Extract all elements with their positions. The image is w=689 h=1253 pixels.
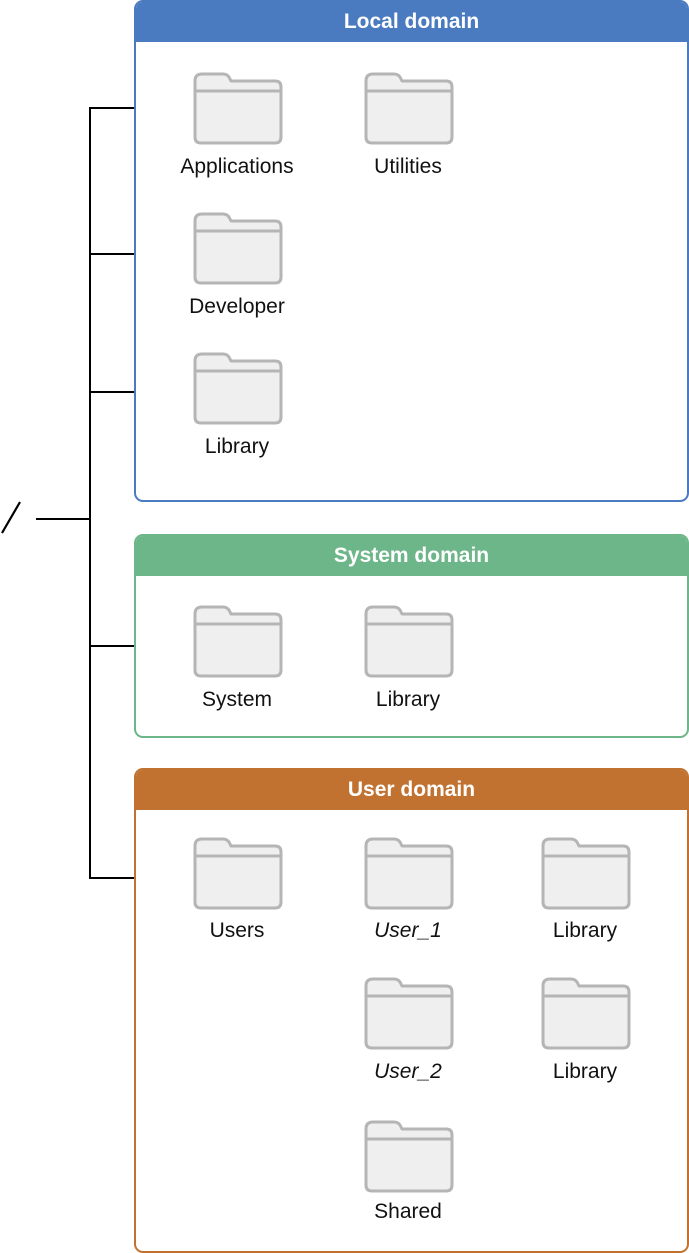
applications-folder-icon[interactable] bbox=[189, 71, 285, 145]
system-domain-title: System domain bbox=[136, 536, 687, 576]
folder-label-applications: Applications bbox=[180, 155, 294, 178]
developer-folder-icon[interactable] bbox=[189, 211, 285, 285]
folder-label-user-2-library: Library bbox=[552, 1060, 618, 1083]
local-domain-title: Local domain bbox=[136, 2, 687, 42]
folder-label-user-2: User_2 bbox=[374, 1060, 442, 1083]
folder-label-shared: Shared bbox=[374, 1200, 442, 1223]
folder-label-developer: Developer bbox=[189, 295, 285, 318]
user-domain-title: User domain bbox=[136, 770, 687, 810]
folder-label-system: System bbox=[201, 688, 272, 711]
folder-label-users: Users bbox=[209, 919, 265, 942]
folder-label-user-1-library: Library bbox=[552, 919, 618, 942]
root-slash bbox=[1, 501, 21, 534]
system-library-folder-icon[interactable] bbox=[360, 604, 456, 678]
user-1-library-folder-icon[interactable] bbox=[537, 836, 633, 910]
folder-label-system-library: Library bbox=[375, 688, 441, 711]
utilities-folder-icon[interactable] bbox=[360, 71, 456, 145]
system-folder-icon[interactable] bbox=[189, 604, 285, 678]
shared-folder-icon[interactable] bbox=[360, 1119, 456, 1193]
local-library-folder-icon[interactable] bbox=[189, 351, 285, 425]
user-2-library-folder-icon[interactable] bbox=[537, 976, 633, 1050]
folder-label-user-1: User_1 bbox=[374, 919, 442, 942]
user-1-folder-icon[interactable] bbox=[360, 836, 456, 910]
users-folder-icon[interactable] bbox=[189, 836, 285, 910]
folder-label-local-library: Library bbox=[204, 435, 270, 458]
user-2-folder-icon[interactable] bbox=[360, 976, 456, 1050]
folder-label-utilities: Utilities bbox=[374, 155, 442, 178]
